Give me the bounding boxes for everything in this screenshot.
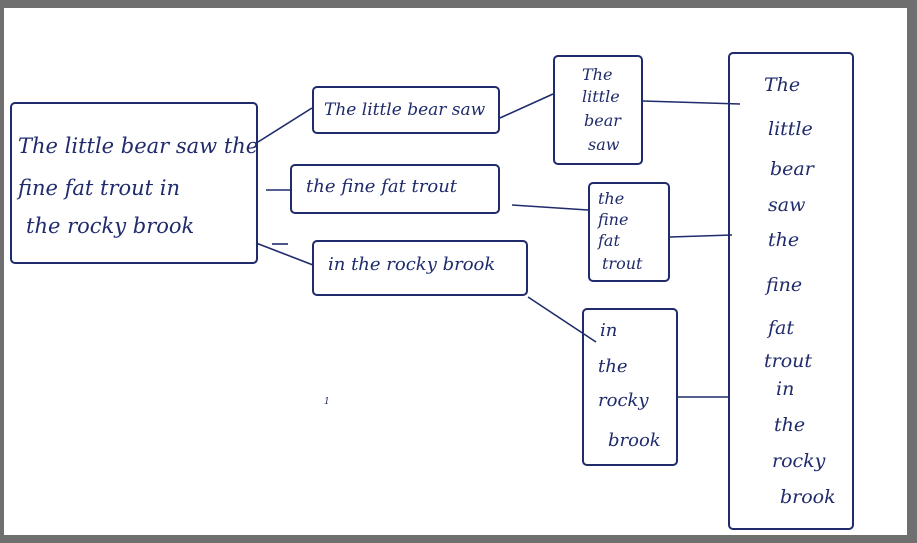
connector-stack2-to-final: [669, 234, 733, 238]
paper-sheet: [4, 8, 907, 535]
final-word: The: [764, 74, 801, 96]
phrase-box-2: [290, 164, 500, 214]
stack1-word: The: [582, 65, 613, 84]
stack3-word: rocky: [598, 390, 649, 411]
final-word: trout: [764, 350, 813, 372]
stray-mark: 1: [324, 397, 330, 407]
sentence-line-3: the rocky brook: [26, 214, 195, 238]
final-word: brook: [780, 486, 836, 508]
stack3-word: in: [600, 320, 618, 341]
final-word: saw: [768, 194, 806, 216]
phrase-2-text: the fine fat trout: [306, 176, 458, 197]
word-stack-box-1: [553, 55, 643, 165]
phrase-box-1: [312, 86, 500, 134]
final-word: little: [768, 118, 813, 140]
stack1-word: little: [582, 87, 620, 106]
phrase-3-text: in the rocky brook: [328, 254, 496, 275]
final-word: fat: [768, 317, 794, 339]
sentence-line-1: The little bear saw the: [18, 134, 259, 158]
phrase-1-text: The little bear saw: [324, 100, 486, 120]
final-word-column: [728, 52, 854, 530]
stack1-word: saw: [588, 135, 620, 154]
stack2-word: the: [598, 189, 625, 208]
stack3-word: the: [598, 356, 628, 377]
stack3-word: brook: [608, 430, 661, 451]
phrase-box-3: [312, 240, 528, 296]
final-word: bear: [770, 158, 814, 180]
sentence-line-2: fine fat trout in: [18, 176, 181, 200]
connector-sentence-to-phrase3: [255, 242, 314, 266]
connector-phrase3-to-stack3: [527, 296, 597, 343]
final-word: the: [774, 414, 806, 436]
stack2-word: fat: [598, 231, 620, 250]
stack1-word: bear: [584, 111, 621, 130]
connector-stack1-to-final: [642, 100, 741, 105]
connector-phrase1-to-stack1: [499, 93, 554, 119]
word-stack-box-2: [588, 182, 670, 282]
final-word: the: [768, 229, 800, 251]
stack2-word: fine: [598, 210, 629, 229]
sentence-box: [10, 102, 258, 264]
final-word: in: [776, 378, 795, 400]
final-word: fine: [766, 274, 803, 296]
final-word: rocky: [772, 450, 826, 472]
word-stack-box-3: [582, 308, 678, 466]
connector-sentence-to-phrase1: [257, 107, 313, 143]
stack2-word: trout: [602, 254, 643, 273]
connector-phrase2-to-stack2: [511, 204, 589, 211]
